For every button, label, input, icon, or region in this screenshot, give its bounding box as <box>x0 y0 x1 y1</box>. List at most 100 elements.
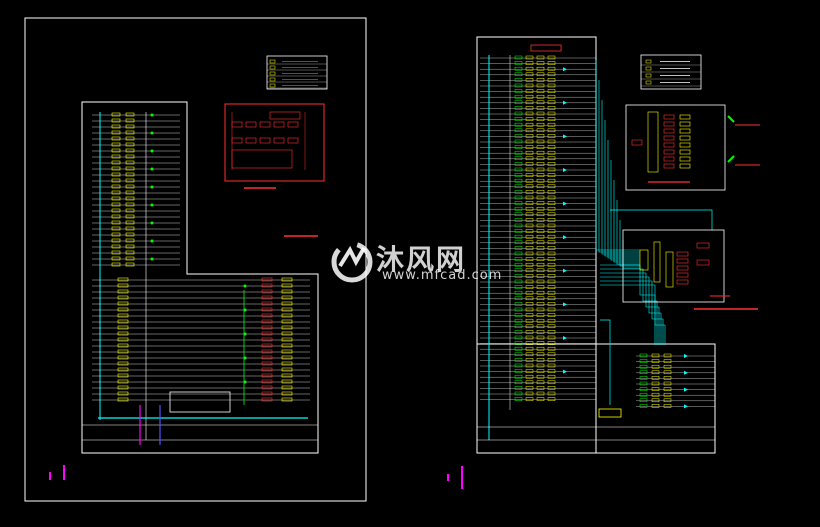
contactor-symbol <box>639 370 648 375</box>
breaker-symbol <box>536 89 545 93</box>
right-lower-circuit-rows <box>636 353 715 409</box>
breaker-symbol <box>536 218 545 222</box>
cyan-wire <box>613 180 640 263</box>
detail-component <box>679 121 691 127</box>
left-legend-table <box>266 55 328 90</box>
output-arrow <box>684 404 688 409</box>
output-arrow <box>684 370 688 375</box>
output-arrow <box>563 369 567 374</box>
breaker-symbol <box>536 145 545 149</box>
breaker-symbol <box>525 274 534 278</box>
cyan-wire <box>604 120 640 257</box>
contactor-symbol <box>514 380 523 385</box>
breaker-symbol <box>536 178 545 183</box>
breaker-symbol <box>536 134 545 138</box>
breaker-symbol <box>281 319 293 324</box>
breaker-symbol <box>125 214 135 219</box>
breaker-symbol <box>651 381 660 386</box>
breaker-symbol <box>536 78 545 82</box>
contactor-symbol <box>514 128 523 133</box>
contactor-symbol <box>639 392 648 397</box>
breaker-symbol <box>536 397 545 401</box>
contactor-symbol <box>514 190 523 194</box>
breaker-symbol <box>525 184 534 189</box>
breaker-symbol <box>525 134 534 138</box>
cyan-wire <box>600 268 658 345</box>
detail-component <box>663 142 675 148</box>
breaker-symbol <box>125 148 135 153</box>
contactor-symbol <box>514 397 523 401</box>
breaker-symbol <box>117 289 129 294</box>
breaker-symbol <box>125 184 135 189</box>
output-arrow <box>684 354 688 358</box>
lamp-symbol <box>243 284 247 288</box>
meter-symbol <box>261 343 273 348</box>
detail-component <box>663 163 675 169</box>
breaker-symbol <box>281 277 293 282</box>
breaker-symbol <box>547 302 556 306</box>
contactor-symbol <box>514 391 523 396</box>
breaker-symbol <box>525 240 534 245</box>
contactor-symbol <box>514 145 523 149</box>
breaker-symbol <box>663 387 672 391</box>
output-arrow <box>563 302 567 307</box>
detail-panel <box>647 111 659 173</box>
cyan-wire <box>601 100 640 255</box>
breaker-symbol <box>547 234 556 239</box>
breaker-symbol <box>536 66 545 71</box>
breaker-symbol <box>525 150 534 155</box>
breaker-symbol <box>525 117 534 121</box>
detail-component <box>679 114 691 120</box>
legend-swatch <box>645 80 652 85</box>
breaker-symbol <box>547 66 556 71</box>
breaker-symbol <box>547 78 556 82</box>
breaker-symbol <box>536 106 545 110</box>
detail-panel <box>665 251 674 288</box>
contactor-symbol <box>514 296 523 301</box>
breaker-symbol <box>547 324 556 329</box>
breaker-symbol <box>117 319 129 324</box>
breaker-symbol <box>536 55 545 60</box>
breaker-symbol <box>525 223 534 228</box>
breaker-symbol <box>111 142 121 147</box>
breaker-symbol <box>125 124 135 129</box>
contactor-symbol <box>514 150 523 155</box>
right-cyan-bus-lines <box>595 60 713 405</box>
breaker-symbol <box>536 324 545 329</box>
breaker-symbol <box>125 202 135 207</box>
legend-swatch <box>645 66 652 71</box>
right-bottom-frame <box>476 343 716 454</box>
breaker-symbol <box>125 226 135 231</box>
breaker-symbol <box>547 201 556 205</box>
breaker-symbol <box>525 324 534 329</box>
lamp-symbol <box>150 221 154 225</box>
contactor-symbol <box>514 369 523 373</box>
breaker-symbol <box>525 94 534 99</box>
breaker-symbol <box>663 376 672 380</box>
legend-swatch <box>645 59 652 64</box>
contactor-symbol <box>514 262 523 267</box>
breaker-symbol <box>663 370 672 375</box>
breaker-symbol <box>547 335 556 340</box>
breaker-symbol <box>547 257 556 261</box>
breaker-symbol <box>525 296 534 301</box>
left-bottom-panel <box>169 391 231 413</box>
breaker-symbol <box>536 369 545 373</box>
breaker-symbol <box>125 208 135 213</box>
contactor-symbol <box>514 111 523 116</box>
breaker-symbol <box>547 206 556 211</box>
meter-symbol <box>261 385 273 390</box>
breaker-symbol <box>547 145 556 149</box>
breaker-symbol <box>281 337 293 342</box>
breaker-symbol <box>125 232 135 237</box>
breaker-symbol <box>547 184 556 189</box>
breaker-symbol <box>651 364 660 369</box>
breaker-symbol <box>111 238 121 243</box>
contactor-symbol <box>514 72 523 77</box>
breaker-symbol <box>536 262 545 267</box>
breaker-symbol <box>547 218 556 222</box>
breaker-symbol <box>651 404 660 408</box>
breaker-symbol <box>125 220 135 225</box>
breaker-symbol <box>536 302 545 306</box>
output-arrow <box>563 168 567 172</box>
